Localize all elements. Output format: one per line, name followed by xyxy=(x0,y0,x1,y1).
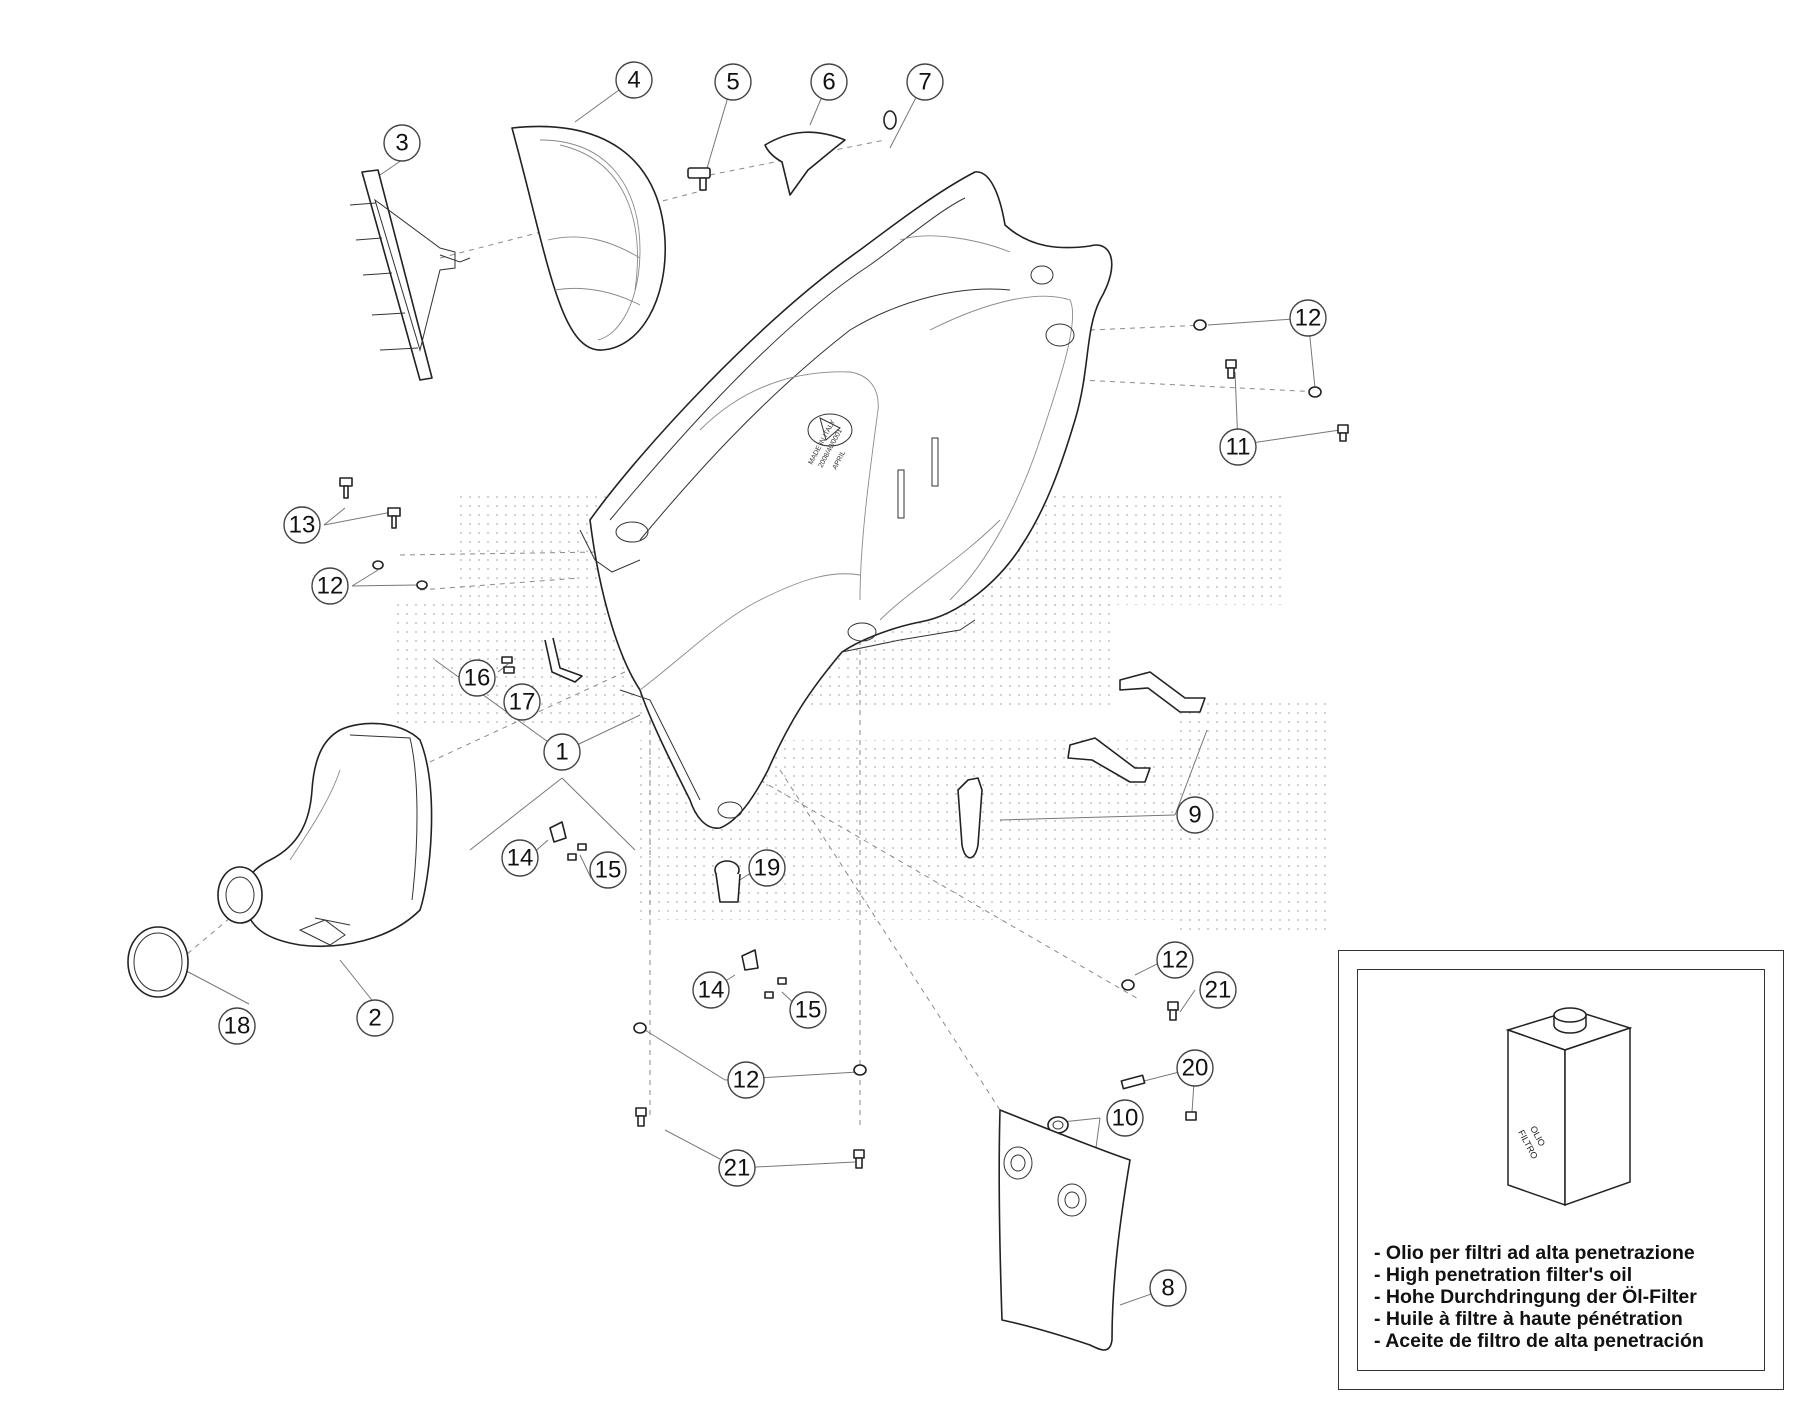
clamp-part xyxy=(127,926,189,998)
callout-label: 4 xyxy=(627,67,640,94)
callout-15-lower: 15 xyxy=(789,991,827,1029)
callout-label: 12 xyxy=(317,573,344,600)
callout-label: 18 xyxy=(224,1013,251,1040)
air-filter-sponge-part xyxy=(511,125,666,351)
callout-label: 12 xyxy=(1162,947,1189,974)
legend-line-de: - Hohe Durchdringung der Öl-Filter xyxy=(1374,1286,1697,1308)
callout-1: 1 xyxy=(543,733,581,771)
callout-5: 5 xyxy=(714,63,752,101)
callout-12-top-right: 12 xyxy=(1289,299,1327,337)
callouts: 1 2 3 4 5 6 7 8 9 10 11 12 12 12 12 13 1… xyxy=(218,61,1327,1307)
callout-label: 11 xyxy=(1226,434,1251,461)
filter-clip-part xyxy=(764,131,846,196)
callout-label: 15 xyxy=(795,997,822,1024)
legend-text-list: - Olio per filtri ad alta penetrazione -… xyxy=(1374,1242,1704,1352)
callout-label: 3 xyxy=(395,130,408,157)
callout-18: 18 xyxy=(218,1007,256,1045)
callout-3: 3 xyxy=(383,124,421,162)
screw-21-parts xyxy=(635,1001,1179,1169)
callout-label: 21 xyxy=(724,1155,751,1182)
mud-flap-part xyxy=(998,1109,1131,1351)
intake-duct-part xyxy=(217,722,433,948)
callout-label: 15 xyxy=(595,857,622,884)
nut-12-parts xyxy=(372,319,1322,1076)
grommet-19-part xyxy=(714,860,741,903)
callout-12-bottom: 12 xyxy=(727,1061,765,1099)
callout-label: 14 xyxy=(698,977,725,1004)
fastener-14-15-parts xyxy=(549,821,787,999)
legend-line-es: - Aceite de filtro de alta penetración xyxy=(1374,1330,1704,1352)
callout-6: 6 xyxy=(810,63,848,101)
screw-13-part xyxy=(339,477,401,529)
oil-can-illustration: OLIO FILTRO xyxy=(1505,1007,1633,1207)
callout-20: 20 xyxy=(1176,1049,1214,1087)
callout-label: 13 xyxy=(289,512,316,539)
callout-label: 19 xyxy=(754,855,781,882)
callout-14-lower: 14 xyxy=(692,971,730,1009)
callout-label: 17 xyxy=(509,689,536,716)
callout-label: 21 xyxy=(1205,977,1232,1004)
callout-12-mid-right: 12 xyxy=(1156,941,1194,979)
screw-11-part xyxy=(1225,359,1349,442)
callout-label: 10 xyxy=(1112,1105,1139,1132)
callout-8: 8 xyxy=(1149,1269,1187,1307)
legend-inner-frame: OLIO FILTRO - Olio per filtri ad alta pe… xyxy=(1357,969,1765,1371)
callout-19: 19 xyxy=(748,849,786,887)
bracket-part xyxy=(501,637,583,683)
legend-line-fr: - Huile à filtre à haute pénétration xyxy=(1374,1308,1683,1330)
legend-box: OLIO FILTRO - Olio per filtri ad alta pe… xyxy=(1338,950,1784,1390)
callout-label: 16 xyxy=(464,665,491,692)
callout-11: 11 xyxy=(1219,428,1257,466)
callout-2: 2 xyxy=(356,999,394,1037)
callout-label: 12 xyxy=(1295,305,1322,332)
callout-14-upper: 14 xyxy=(501,839,539,877)
filter-cage-part xyxy=(349,169,471,381)
washer-7-part xyxy=(883,110,897,130)
callout-10: 10 xyxy=(1106,1099,1144,1137)
callout-21-bottom: 21 xyxy=(718,1149,756,1187)
callout-12-left: 12 xyxy=(311,567,349,605)
callout-label: 5 xyxy=(726,69,739,96)
legend-line-it: - Olio per filtri ad alta penetrazione xyxy=(1374,1242,1695,1264)
callout-17: 17 xyxy=(503,683,541,721)
callout-label: 20 xyxy=(1182,1055,1209,1082)
filter-bolt-part xyxy=(687,167,711,191)
assembly-axes xyxy=(179,139,1321,1130)
callout-label: 12 xyxy=(733,1067,760,1094)
callout-label: 1 xyxy=(555,739,568,766)
callout-16: 16 xyxy=(458,659,496,697)
legend-line-en: - High penetration filter's oil xyxy=(1374,1264,1633,1286)
callout-15-upper: 15 xyxy=(589,851,627,889)
callout-label: 7 xyxy=(918,69,931,96)
callout-13: 13 xyxy=(283,506,321,544)
callout-label: 9 xyxy=(1188,802,1201,829)
callout-4: 4 xyxy=(615,61,653,99)
callout-21-right: 21 xyxy=(1199,971,1237,1009)
callout-9: 9 xyxy=(1176,796,1214,834)
callout-label: 14 xyxy=(507,845,534,872)
callout-7: 7 xyxy=(906,63,944,101)
airbox-part: MADE IN ITALY 2008/40/0001 APRIL xyxy=(579,171,1113,829)
callout-label: 8 xyxy=(1161,1275,1174,1302)
callout-label: 6 xyxy=(822,69,835,96)
callout-label: 2 xyxy=(368,1005,381,1032)
strap-parts xyxy=(957,671,1206,859)
